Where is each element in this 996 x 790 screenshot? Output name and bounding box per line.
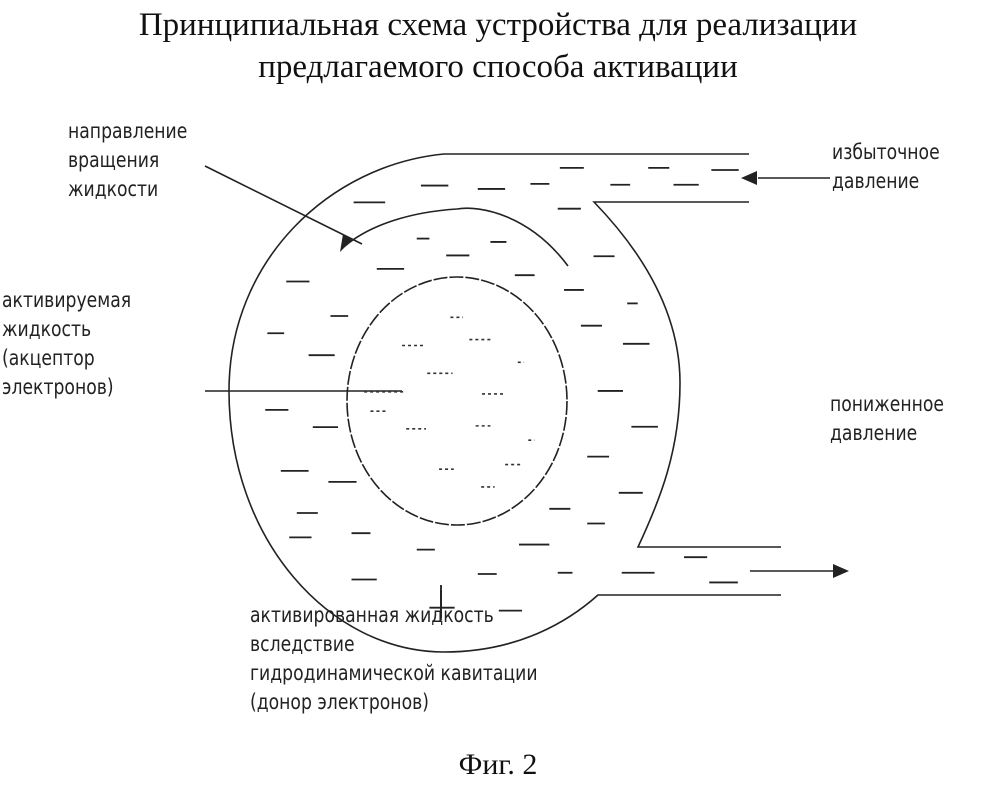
- arrowhead-icon: [833, 564, 849, 578]
- label-line: давление: [832, 167, 940, 196]
- outer-casing: [229, 154, 781, 652]
- inner-channel-wall: [594, 202, 781, 547]
- rotation-arc: [345, 208, 568, 266]
- label-line: избыточное: [832, 138, 940, 167]
- label-line: давление: [830, 419, 944, 448]
- label-line: жидкости: [68, 175, 187, 204]
- label-line: вследствие: [250, 630, 538, 659]
- label-line: направление: [68, 117, 187, 146]
- label-line: активируемая: [2, 286, 131, 315]
- label-excess-pressure: избыточное давление: [832, 138, 940, 196]
- arrowhead-icon: [340, 234, 352, 252]
- figure-caption: Фиг. 2: [0, 748, 996, 782]
- label-line: жидкость: [2, 315, 131, 344]
- label-reduced-pressure: пониженное давление: [830, 390, 944, 448]
- label-line: пониженное: [830, 390, 944, 419]
- label-line: (акцептор: [2, 344, 131, 373]
- label-activated-output: активированная жидкость вследствие гидро…: [250, 601, 538, 717]
- label-line: активированная жидкость: [250, 601, 538, 630]
- label-line: гидродинамической кавитации: [250, 659, 538, 688]
- inner-circle: [347, 277, 567, 525]
- label-rotation-direction: направление вращения жидкости: [68, 117, 187, 204]
- label-line: вращения: [68, 146, 187, 175]
- label-line: электронов): [2, 373, 131, 402]
- arrowhead-icon: [741, 171, 757, 185]
- rotation-leader: [205, 166, 362, 244]
- label-activated-liquid: активируемая жидкость (акцептор электрон…: [2, 286, 131, 402]
- label-line: (донор электронов): [250, 688, 538, 717]
